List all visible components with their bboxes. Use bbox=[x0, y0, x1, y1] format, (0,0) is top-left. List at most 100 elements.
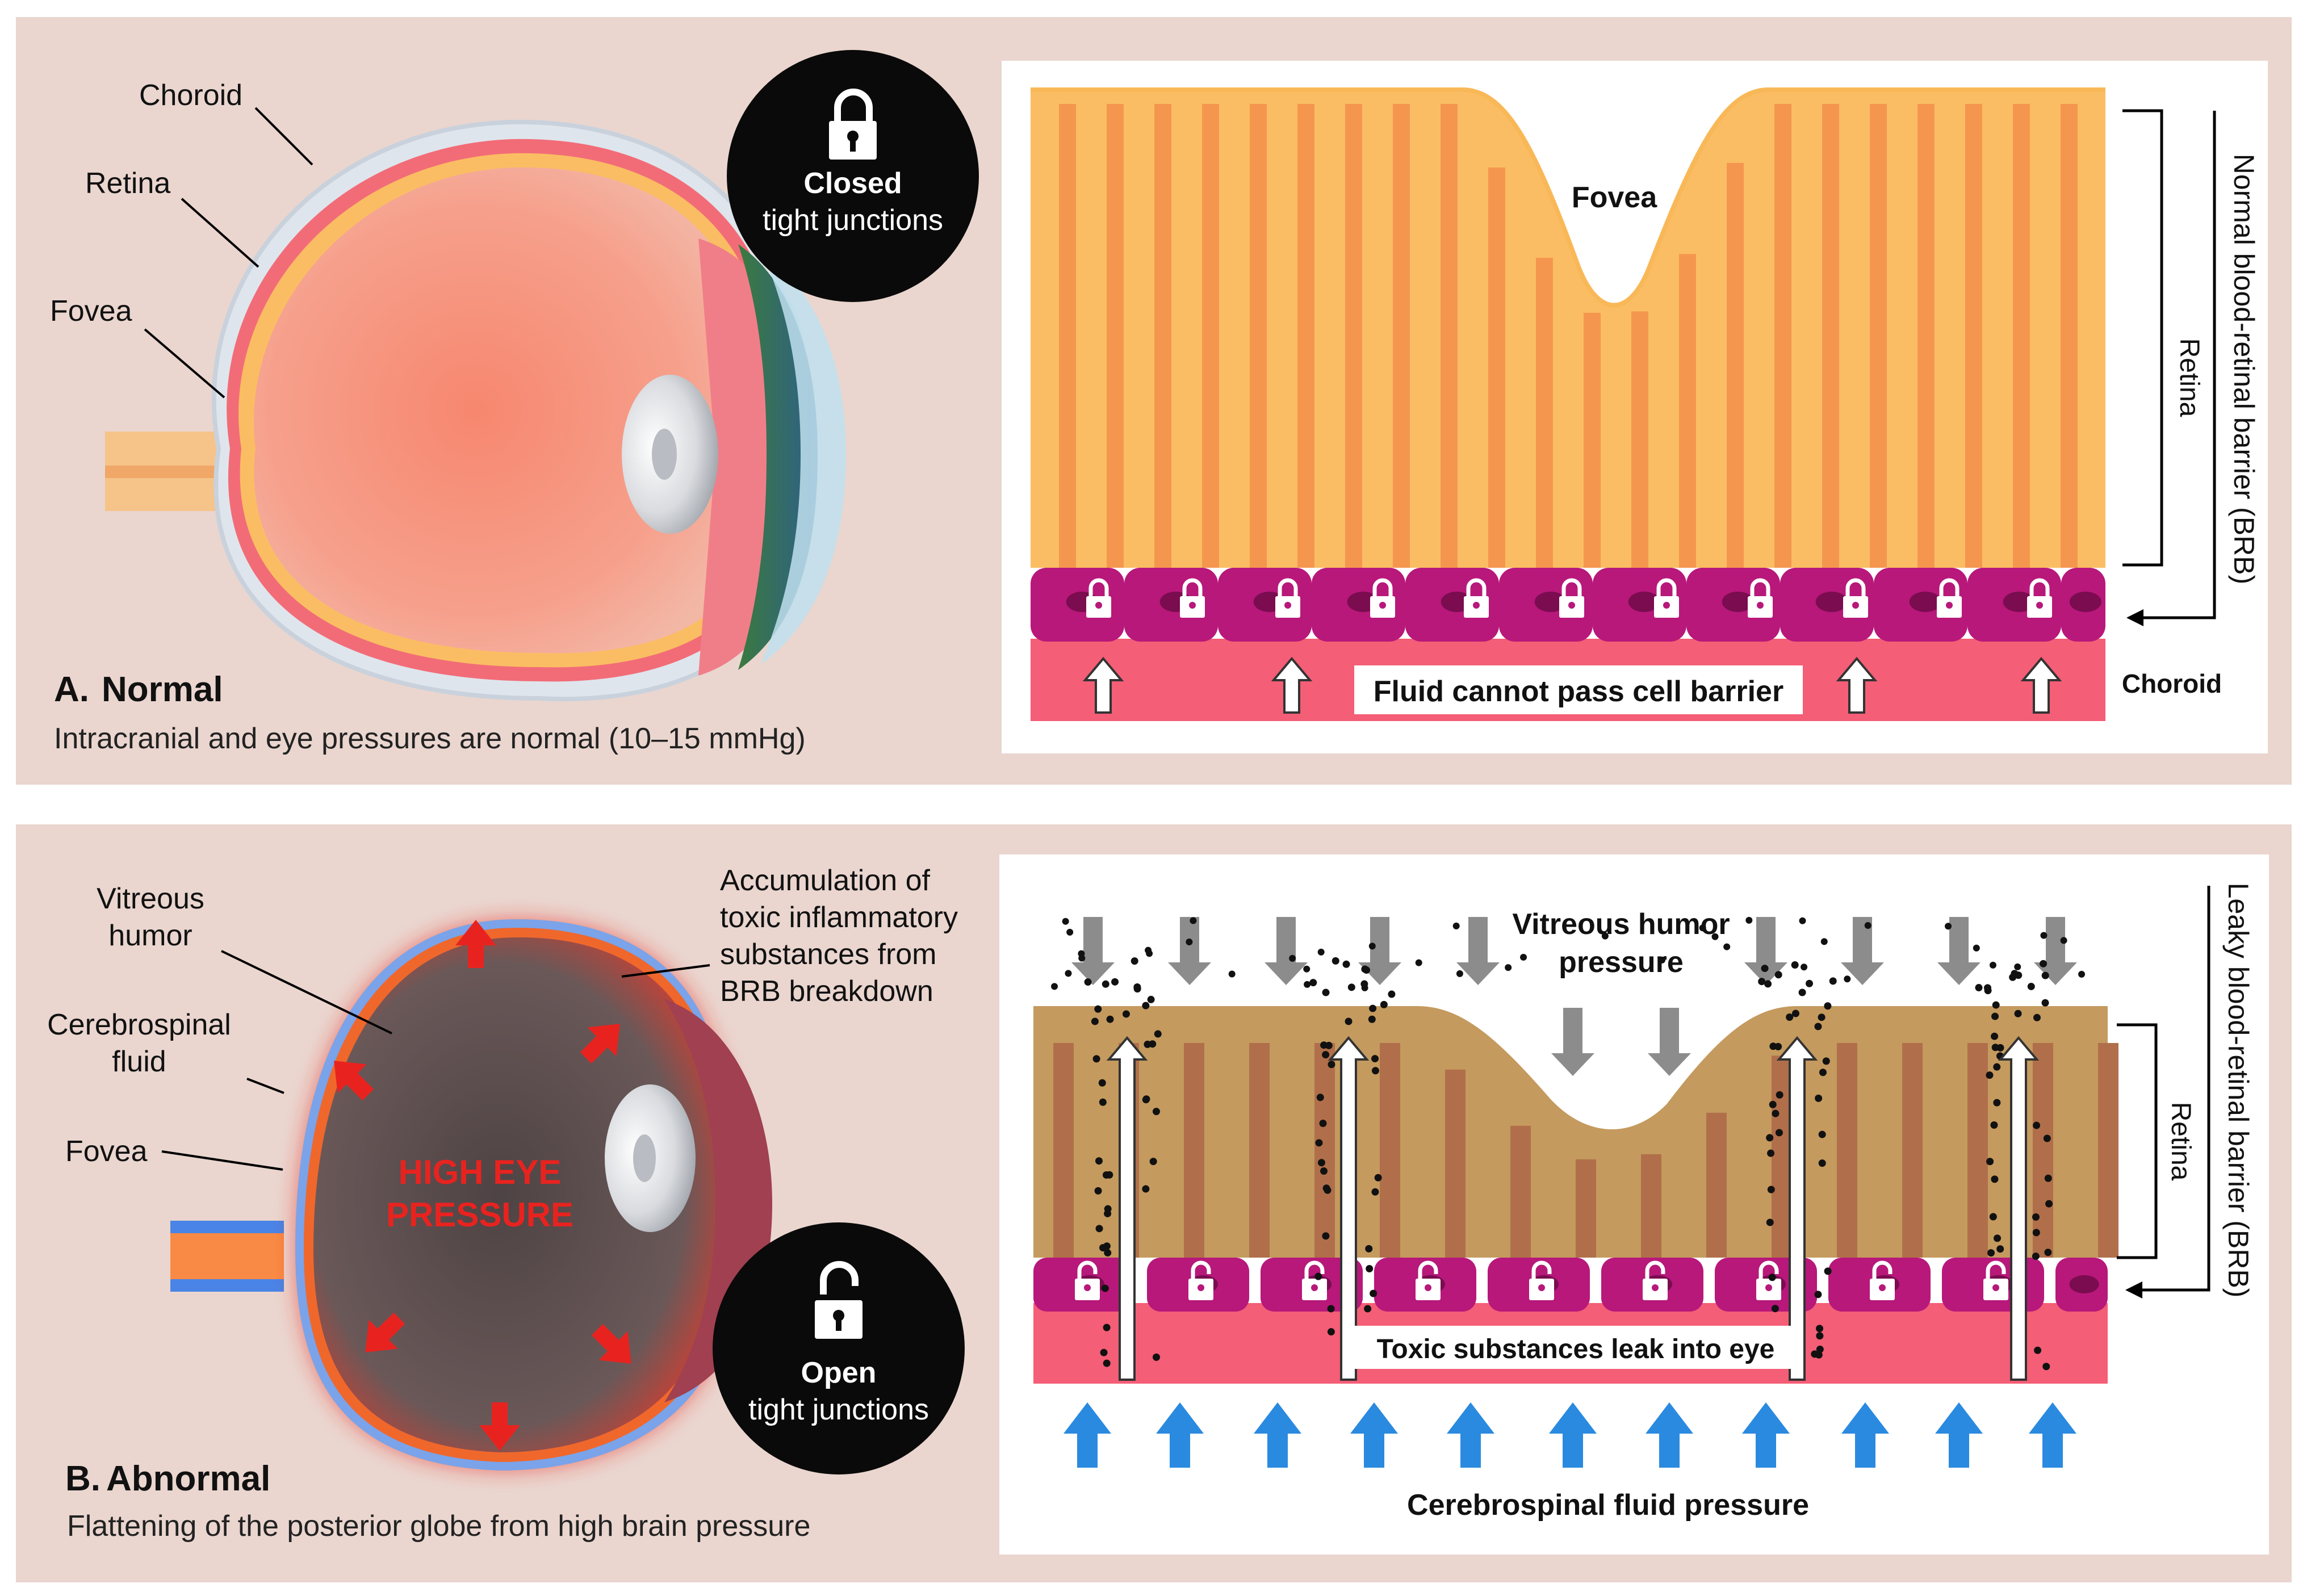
retina-bracket-a bbox=[2122, 109, 2216, 619]
toxic-dot bbox=[1146, 950, 1153, 957]
open-junctions-label: tight junctions bbox=[748, 1393, 929, 1426]
toxic-dot bbox=[1106, 1015, 1114, 1023]
toxic-dot bbox=[1771, 1305, 1779, 1313]
closed-state-label: Closed bbox=[803, 167, 902, 200]
toxic-dot bbox=[1452, 922, 1460, 929]
lock-keyhole bbox=[1189, 602, 1196, 609]
toxic-dot bbox=[1303, 965, 1310, 973]
toxic-dot bbox=[1989, 961, 1996, 969]
toxic-dot bbox=[1320, 1167, 1328, 1175]
down-arrow bbox=[1937, 917, 1981, 985]
diagram-a-choroid-label: Choroid bbox=[2122, 669, 2222, 698]
toxic-dot bbox=[2040, 960, 2048, 967]
eye-b-csf-line1: Cerebrospinal bbox=[47, 1008, 231, 1041]
toxic-dot bbox=[1365, 1245, 1373, 1252]
lock-keyhole bbox=[1852, 602, 1859, 609]
toxic-dot bbox=[2041, 999, 2049, 1007]
toxic-dot bbox=[1309, 979, 1317, 987]
toxic-dot bbox=[1769, 1100, 1777, 1108]
retina-a-stripe bbox=[1202, 104, 1219, 568]
toxic-dot bbox=[1152, 1108, 1160, 1116]
high-eye-pressure-line2: PRESSURE bbox=[386, 1196, 573, 1234]
retina-a-stripe bbox=[1154, 104, 1171, 568]
toxic-dot bbox=[1983, 984, 1991, 992]
retina-a-stripe bbox=[1870, 104, 1887, 568]
toxic-dot bbox=[2032, 1229, 2040, 1237]
toxic-dot bbox=[1994, 1234, 2002, 1242]
lock-shackle bbox=[1077, 1260, 1098, 1280]
toxic-dot bbox=[1996, 1245, 2004, 1253]
toxic-dot bbox=[1824, 1002, 1832, 1010]
leak-arrow bbox=[1776, 1036, 1818, 1381]
lock-keyhole bbox=[1084, 1284, 1091, 1291]
toxic-dot bbox=[1761, 965, 1769, 973]
toxic-dot bbox=[1066, 928, 1074, 936]
toxic-dot bbox=[1745, 916, 1753, 924]
toxic-dot bbox=[1659, 956, 1666, 964]
eye-b-vitreous-line2: humor bbox=[108, 919, 192, 952]
toxic-dot bbox=[2044, 1249, 2052, 1256]
high-pressure-arrows bbox=[334, 920, 631, 1451]
accumulation-line-2: toxic inflammatory bbox=[720, 901, 958, 934]
lock-shackle bbox=[1466, 578, 1487, 597]
retina-b-stripe bbox=[1902, 1043, 1923, 1258]
retina-a-stripe bbox=[2061, 104, 2078, 568]
retina-b-stripe bbox=[1184, 1043, 1204, 1258]
pressure-arrow bbox=[580, 1024, 620, 1064]
toxic-dot bbox=[2027, 982, 2035, 990]
lock-shackle bbox=[1182, 578, 1203, 597]
toxic-dot bbox=[1098, 1079, 1106, 1087]
toxic-dot bbox=[1986, 1071, 1994, 1079]
toxic-dot bbox=[1317, 948, 1325, 956]
toxic-dot bbox=[1149, 1158, 1157, 1166]
toxic-dot bbox=[1103, 1323, 1111, 1331]
barrier-message-box bbox=[1354, 665, 1803, 714]
toxic-dot bbox=[1319, 1120, 1327, 1128]
leak-message: Toxic substances leak into eye bbox=[1377, 1334, 1775, 1364]
closed-junctions-label: tight junctions bbox=[763, 204, 943, 237]
toxic-dot bbox=[1798, 988, 1806, 996]
retina-b-stripe bbox=[1314, 1043, 1335, 1258]
toxic-dot bbox=[1104, 1205, 1112, 1213]
toxic-dot bbox=[1369, 1004, 1377, 1012]
csf-up-arrow bbox=[1935, 1402, 1983, 1468]
lock-open-icon bbox=[1756, 1260, 1781, 1300]
lock-keyhole bbox=[1663, 602, 1670, 609]
eye-a-leaders bbox=[144, 107, 313, 399]
diagram-a-fovea-label: Fovea bbox=[1572, 181, 1657, 214]
toxic-dot bbox=[1315, 1139, 1323, 1147]
eye-a-fovea-label: Fovea bbox=[50, 295, 132, 328]
toxic-dot bbox=[1772, 1109, 1780, 1117]
lock-closed-icon bbox=[1370, 578, 1395, 618]
toxic-dot bbox=[1289, 954, 1296, 962]
closed-junctions-badge: Closed tight junctions bbox=[727, 50, 979, 302]
toxic-dot bbox=[1094, 1005, 1102, 1013]
normal-brb-label: Normal blood-retinal barrier (BRB) bbox=[2228, 154, 2260, 585]
toxic-dot bbox=[1723, 943, 1731, 950]
retina-a-stripe bbox=[1584, 312, 1601, 568]
csf-pressure-label: Cerebrospinal fluid pressure bbox=[1407, 1489, 1809, 1522]
toxic-dot bbox=[1142, 1002, 1150, 1009]
csf-pressure-arrows bbox=[1064, 1402, 2076, 1468]
leaky-brb-label: Leaky blood-retinal barrier (BRB) bbox=[2222, 883, 2254, 1298]
toxic-dot bbox=[1332, 957, 1339, 965]
lock-open-icon bbox=[815, 1261, 862, 1339]
barrier-message: Fluid cannot pass cell barrier bbox=[1374, 675, 1783, 708]
retina-a-stripe bbox=[1250, 104, 1267, 568]
cell-nucleus bbox=[1628, 592, 1660, 612]
down-arrow bbox=[1071, 917, 1115, 985]
pressure-arrow-shape bbox=[580, 1024, 620, 1064]
toxic-dot bbox=[1101, 1284, 1109, 1292]
lock-open-icon bbox=[1302, 1260, 1327, 1300]
toxic-dot bbox=[1325, 1041, 1333, 1049]
retina-b-stripe bbox=[1641, 1154, 1661, 1258]
cell-nucleus bbox=[1534, 592, 1567, 612]
toxic-dot bbox=[1520, 953, 1527, 961]
retina-b-stripe bbox=[1249, 1043, 1270, 1258]
toxic-dot bbox=[1829, 977, 1837, 985]
lock-closed-icon bbox=[1180, 578, 1205, 618]
toxic-dot bbox=[1975, 984, 1983, 992]
toxic-dot bbox=[2034, 1346, 2042, 1354]
lock-closed-icon bbox=[1464, 578, 1489, 618]
